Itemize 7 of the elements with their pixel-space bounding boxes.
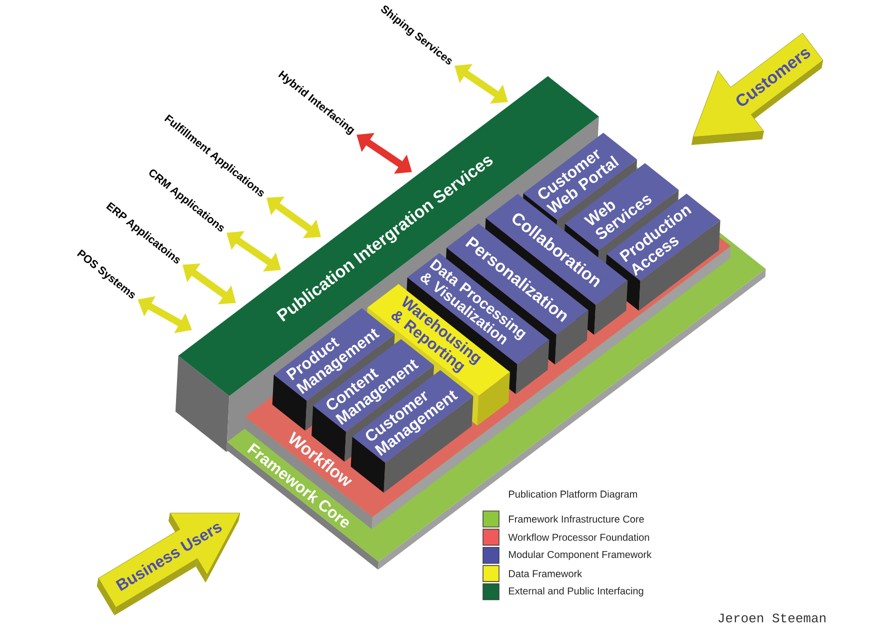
- signature: Jeroen Steeman: [718, 614, 826, 622]
- legend-label: Workflow Processor Foundation: [508, 534, 650, 541]
- legend-label: Framework Infrastructure Core: [509, 515, 644, 523]
- legend-label: External and Public Interfacing: [509, 587, 644, 596]
- legend-title: Publication Platform Diagram: [509, 490, 637, 500]
- legend-label: Data Framework: [509, 570, 582, 578]
- legend-label: Modular Component Framework: [509, 550, 652, 560]
